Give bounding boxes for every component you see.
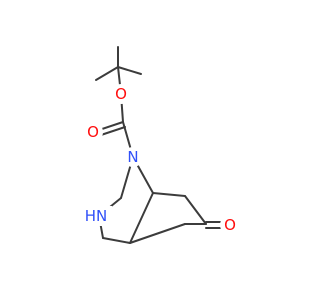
bond-carbonyl-double-b <box>100 126 126 136</box>
atom-nitrogen-bridge-label: N <box>127 148 138 166</box>
bond-ring-5 <box>129 223 186 244</box>
bond-ring-4 <box>129 192 154 244</box>
atom-oxygen-carbonyl-label: O <box>87 123 99 141</box>
atom-oxygen-ester: O <box>111 84 131 104</box>
atom-nh: HN <box>82 206 112 226</box>
bond-ring-6 <box>152 192 186 197</box>
bond-methyl-left <box>95 66 119 81</box>
bond-methyl-right <box>117 66 142 75</box>
bond-layer <box>95 46 229 244</box>
atom-oxygen-ketone: O <box>220 215 240 235</box>
bond-carbonyl-double-a <box>98 121 124 131</box>
bond-ring-3 <box>102 237 131 244</box>
atom-nitrogen-bridge: N <box>123 147 143 167</box>
atom-oxygen-ketone-label: O <box>224 216 236 234</box>
atom-nh-label: HN <box>85 207 108 225</box>
atom-oxygen-ester-label: O <box>115 85 127 103</box>
molecule-structure: O O N HN O <box>82 46 240 244</box>
atom-layer: O O N HN O <box>82 84 240 235</box>
bond-ring-7 <box>184 195 207 225</box>
atom-oxygen-carbonyl: O <box>83 122 103 142</box>
